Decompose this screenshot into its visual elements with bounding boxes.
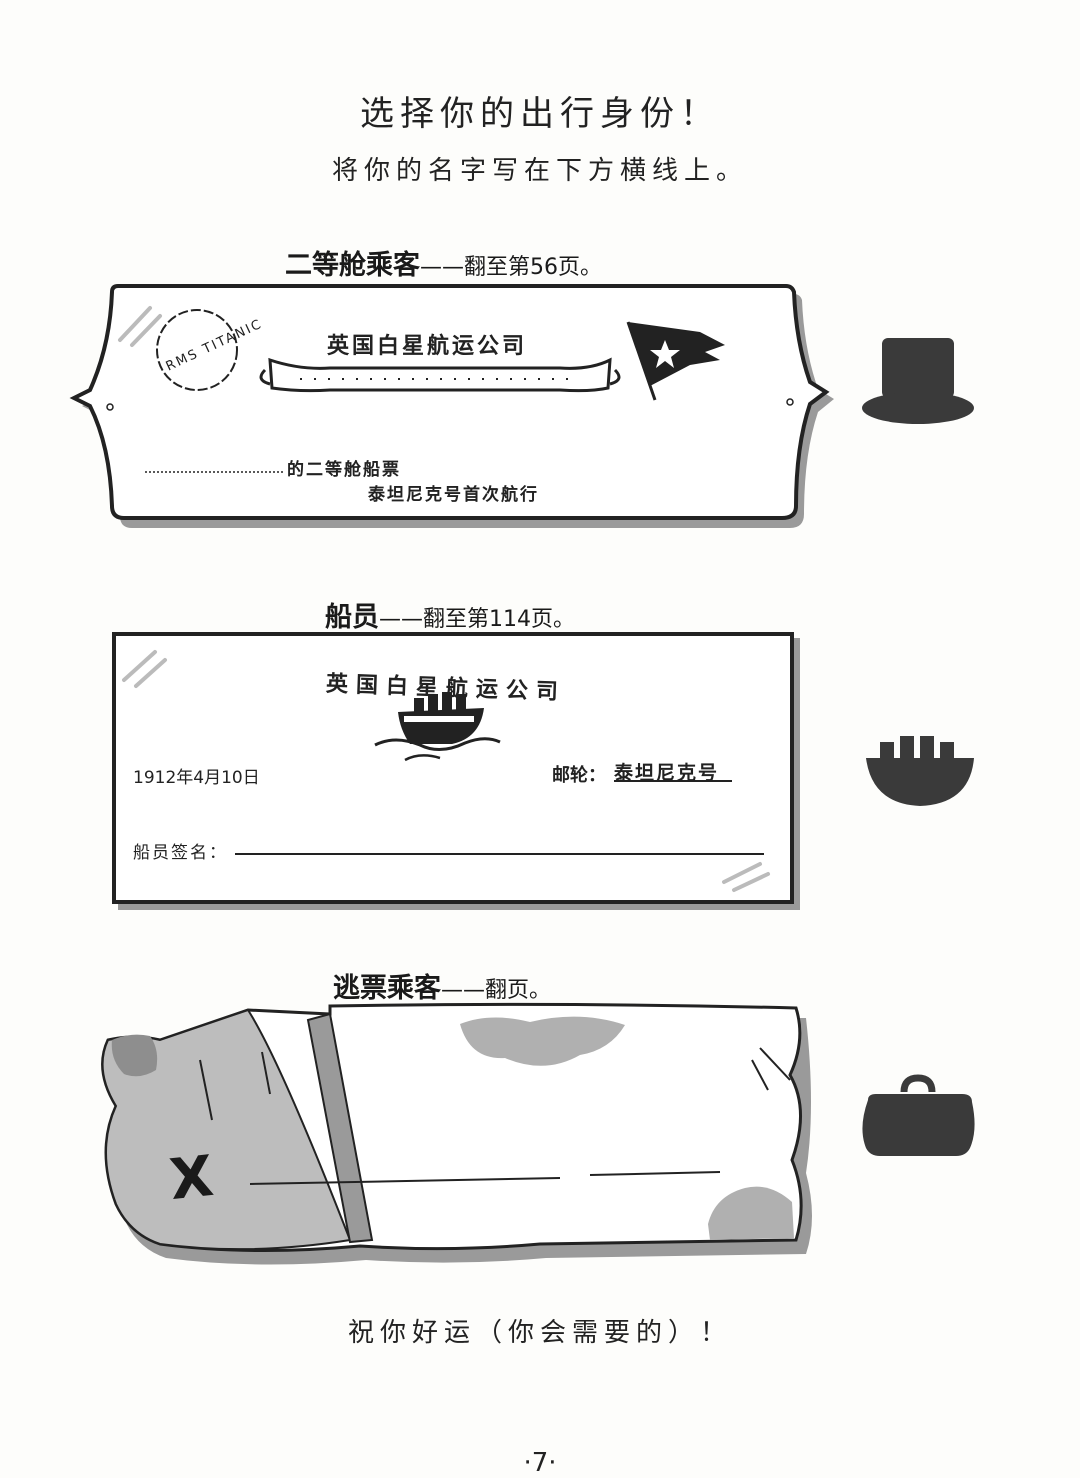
map-x-mark: X xyxy=(166,1143,217,1214)
second-class-ticket xyxy=(69,284,834,528)
second-class-heading-rest: ——翻至第56页。 xyxy=(420,255,602,280)
torn-map xyxy=(101,1002,812,1265)
second-class-company: 英国白星航运公司 xyxy=(327,334,528,359)
page-subtitle: 将你的名字写在下方横线上。 xyxy=(331,156,748,186)
crew-heading: 船员——翻至第114页。 xyxy=(325,595,575,634)
top-hat-icon xyxy=(862,338,974,424)
ship-silhouette-icon xyxy=(866,736,974,806)
crew-heading-rest: ——翻至第114页。 xyxy=(379,607,575,632)
crew-ship-label: 邮轮： xyxy=(552,765,606,786)
stowaway-heading-bold: 逃票乘客 xyxy=(333,973,441,1004)
small-ship-icon xyxy=(374,692,501,762)
footer-text: 祝你好运（你会需要的）！ xyxy=(347,1318,732,1348)
page-number: ·7· xyxy=(523,1448,557,1478)
page-title: 选择你的出行身份！ xyxy=(360,94,720,134)
second-class-heading-bold: 二等舱乘客 xyxy=(285,250,420,281)
second-class-ticket-line2: 泰坦尼克号首次航行 xyxy=(368,485,539,505)
crew-card xyxy=(112,632,800,910)
crew-heading-bold: 船员 xyxy=(325,602,379,633)
bag-icon xyxy=(862,1074,975,1156)
stowaway-heading-rest: ——翻页。 xyxy=(441,978,552,1003)
crew-signature-label: 船员签名： xyxy=(133,843,228,863)
second-class-heading: 二等舱乘客——翻至第56页。 xyxy=(285,243,602,282)
second-class-ticket-line1: 的二等舱船票 xyxy=(287,460,401,480)
stowaway-heading: 逃票乘客——翻页。 xyxy=(333,966,551,1005)
crew-ship-name: 泰坦尼克号 xyxy=(614,762,720,784)
crew-date: 1912年4月10日 xyxy=(133,768,260,788)
